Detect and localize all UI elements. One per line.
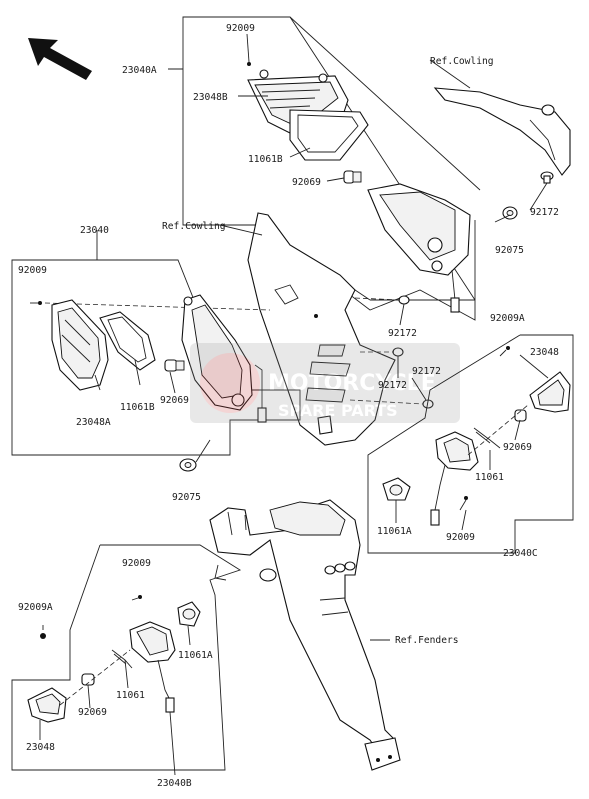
part-labels: 92009 23040A 23048B 11061B 92069 Ref.Cow… [18, 23, 559, 789]
label-92069-top: 92069 [292, 177, 321, 188]
label-92009A-right: 92009A [490, 313, 525, 324]
gasket-11061-right[interactable] [473, 427, 501, 449]
label-23048-bl: 23048 [26, 742, 55, 753]
screw-92009-left[interactable] [30, 301, 42, 305]
lens-23048-right[interactable] [529, 371, 571, 413]
group-23040B [11, 544, 242, 771]
gasket-11061A-right[interactable] [382, 477, 411, 501]
leader-lines [39, 59, 549, 776]
label-92172-mid1: 92172 [388, 328, 417, 339]
grommet-92075-right[interactable] [502, 206, 518, 220]
bulb-92069-left[interactable] [164, 359, 185, 372]
label-23048-right: 23048 [530, 347, 559, 358]
label-92172-right: 92172 [530, 207, 559, 218]
label-11061-right: 11061 [475, 472, 504, 483]
label-11061A-right: 11061A [377, 526, 412, 537]
screw-92009-top[interactable] [246, 33, 251, 66]
grommet-92172-mid1[interactable] [398, 295, 410, 305]
label-23048B: 23048B [193, 92, 228, 103]
label-ref-fenders: Ref.Fenders [395, 635, 459, 646]
label-23048A: 23048A [76, 417, 111, 428]
label-ref-cowling-top: Ref.Cowling [430, 56, 494, 67]
gasket-11061B-left[interactable] [99, 311, 156, 371]
grommet-92172-right[interactable] [540, 171, 554, 184]
label-23040C: 23040C [503, 548, 538, 559]
front-arrow-icon [28, 38, 92, 80]
label-92172-mid3: 92172 [412, 366, 441, 377]
gasket-11061A-bl[interactable] [177, 601, 201, 627]
lens-23048A[interactable] [51, 299, 109, 391]
label-92069-left: 92069 [160, 395, 189, 406]
bulb-92069-top[interactable] [343, 170, 362, 184]
label-92075-right: 92075 [495, 245, 524, 256]
lens-23048B[interactable] [247, 69, 349, 139]
screw-92009A-bl[interactable] [40, 625, 46, 639]
fender-ref [209, 499, 401, 771]
housing-23040C[interactable] [430, 431, 479, 526]
group-23040C [367, 334, 574, 554]
cowling-ref-mid [247, 212, 396, 446]
gasket-11061-bl[interactable] [111, 649, 133, 669]
label-92172-mid2: 92172 [378, 380, 407, 391]
screw-92009-right[interactable] [459, 496, 468, 511]
label-92009-left: 92009 [18, 265, 47, 276]
label-11061-bl: 11061 [116, 690, 145, 701]
housing-23040B[interactable] [129, 621, 176, 713]
screw-92009A-right[interactable] [499, 346, 510, 357]
label-11061A-bl: 11061A [178, 650, 213, 661]
label-11061B-left: 11061B [120, 402, 155, 413]
bulb-92069-right[interactable] [514, 409, 527, 422]
housing-23040[interactable] [181, 294, 267, 423]
label-23040: 23040 [80, 225, 109, 236]
label-92069-bl: 92069 [78, 707, 107, 718]
label-ref-cowling-mid: Ref.Cowling [162, 221, 226, 232]
label-92069-right: 92069 [503, 442, 532, 453]
watermark: MOTORCYCLE SPARE PARTS [190, 343, 460, 423]
lens-23048-bl[interactable] [27, 687, 67, 723]
watermark-line2: SPARE PARTS [278, 401, 398, 420]
label-92009-top: 92009 [226, 23, 255, 34]
gasket-11061B-top[interactable] [289, 109, 369, 161]
watermark-line1: MOTORCYCLE [268, 371, 436, 396]
cowling-ref-top [433, 87, 571, 176]
label-92009-right: 92009 [446, 532, 475, 543]
label-92009A-bl: 92009A [18, 602, 53, 613]
label-23040A: 23040A [122, 65, 157, 76]
label-11061B-top: 11061B [248, 154, 283, 165]
screw-92009-bl[interactable] [131, 595, 142, 601]
label-92009-bl: 92009 [122, 558, 151, 569]
grommet-92075-left[interactable] [179, 458, 197, 472]
label-23040B: 23040B [157, 778, 192, 789]
housing-23040A[interactable] [367, 183, 471, 313]
label-92075-left: 92075 [172, 492, 201, 503]
